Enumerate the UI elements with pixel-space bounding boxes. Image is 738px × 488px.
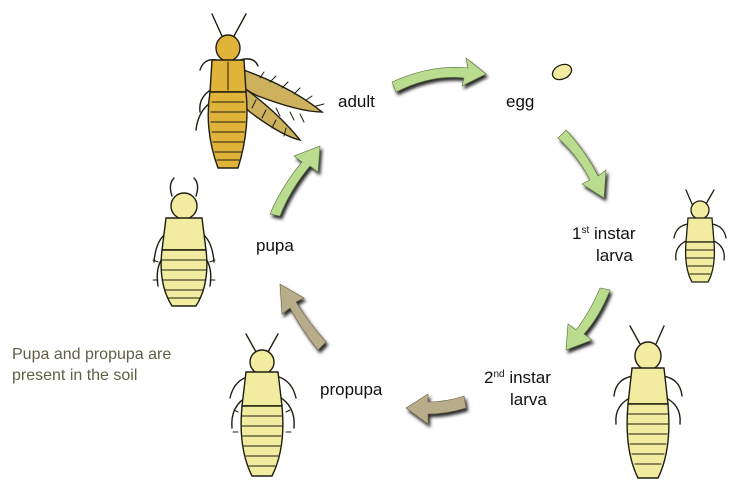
egg-illustration (550, 61, 574, 82)
arrow-first-instar-to-second-instar (566, 288, 610, 350)
soil-note: Pupa and propupa are present in the soil (12, 344, 212, 386)
pupa-illustration (153, 178, 215, 306)
arrow-adult-to-egg (392, 58, 486, 92)
first-instar-larva-illustration (674, 190, 726, 282)
label-propupa: propupa (320, 380, 382, 400)
label-first-instar-larva: larva (596, 246, 633, 266)
label-first-instar-word: instar (589, 224, 635, 243)
label-second-instar-word: instar (505, 368, 551, 387)
arrow-propupa-to-pupa (280, 284, 326, 350)
label-pupa: pupa (256, 236, 294, 256)
label-second-instar: 2nd instar (484, 368, 551, 388)
label-second-instar-larva: larva (510, 390, 547, 410)
second-instar-larva-illustration (614, 326, 682, 478)
adult-thrips-illustration (196, 14, 324, 168)
arrow-second-instar-to-propupa (406, 394, 466, 424)
arrow-pupa-to-adult (270, 146, 320, 216)
arrow-egg-to-first-instar (558, 130, 606, 198)
label-adult: adult (338, 92, 375, 112)
label-second-instar-suffix: nd (493, 369, 504, 380)
label-egg: egg (506, 92, 534, 112)
propupa-illustration (230, 334, 296, 476)
label-first-instar: 1st instar (572, 224, 636, 244)
